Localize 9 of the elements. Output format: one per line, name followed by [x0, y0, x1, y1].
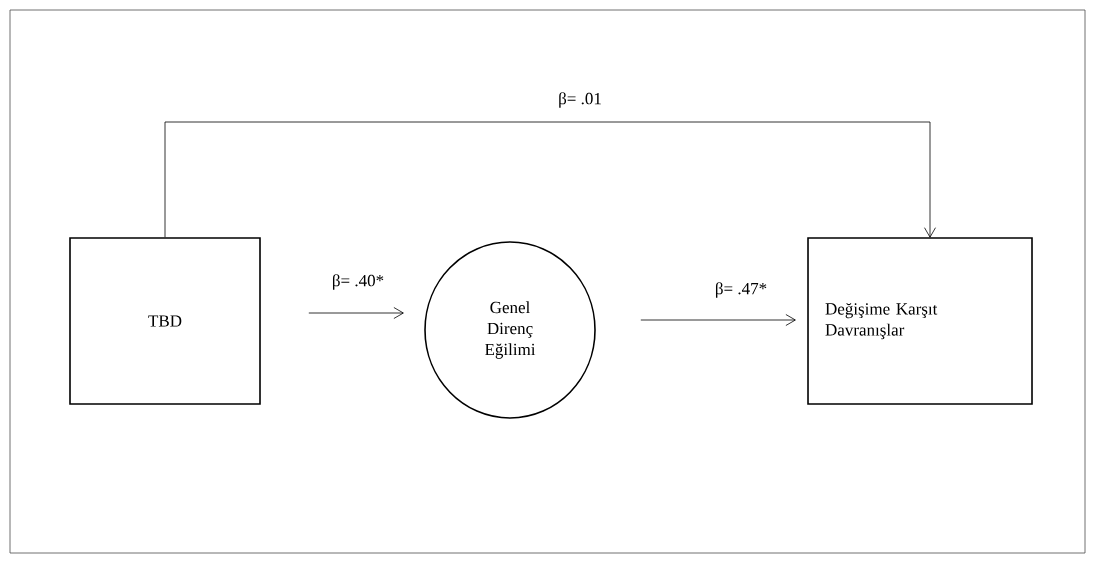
process-box: TBD	[69, 237, 261, 405]
edge-label: β= .01	[557, 91, 603, 109]
process-box: Değişime Karşıt Davranışlar	[807, 237, 1033, 405]
arrow	[308, 307, 404, 319]
edge-label: β= .40*	[330, 273, 386, 291]
edge-label: β= .47*	[713, 281, 769, 299]
arrow	[640, 314, 796, 326]
ellipse-node: Genel Direnç Eğilimi	[424, 241, 596, 419]
arrow	[164, 121, 936, 238]
